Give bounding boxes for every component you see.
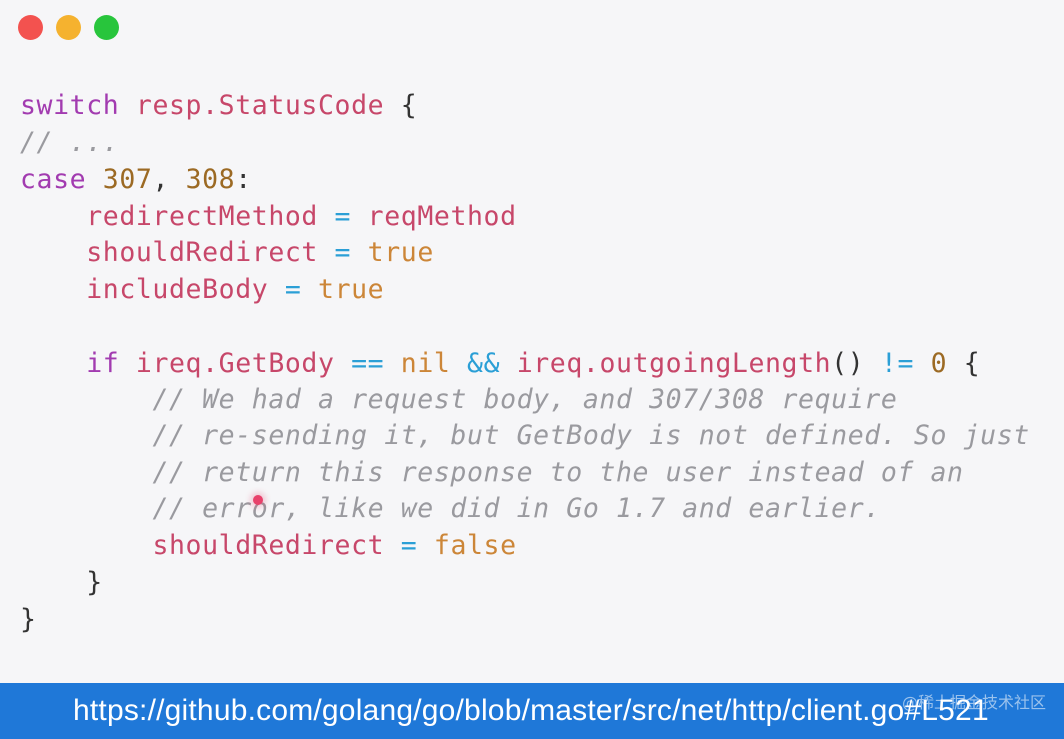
code-token bbox=[450, 348, 467, 379]
code-line: // return this response to the user inst… bbox=[20, 455, 964, 491]
code-token: { bbox=[947, 348, 981, 379]
code-token: 0 bbox=[930, 348, 948, 379]
code-token: case bbox=[20, 164, 87, 195]
code-token: } bbox=[20, 604, 37, 635]
code-token bbox=[119, 348, 136, 379]
code-token bbox=[384, 530, 401, 561]
code-line: } bbox=[20, 602, 37, 638]
code-token: includeBody bbox=[86, 274, 269, 305]
cursor-pointer-dot bbox=[253, 495, 263, 505]
code-token: false bbox=[433, 530, 517, 561]
source-url-banner: https://github.com/golang/go/blob/master… bbox=[0, 683, 1064, 739]
code-token: true bbox=[318, 274, 385, 305]
code-token bbox=[20, 493, 152, 524]
source-url-link[interactable]: https://github.com/golang/go/blob/master… bbox=[73, 694, 989, 727]
code-token: = bbox=[284, 274, 302, 305]
watermark-text: @稀土掘金技术社区 bbox=[901, 693, 1046, 712]
code-token bbox=[914, 348, 931, 379]
code-token: redirectMethod bbox=[86, 201, 318, 232]
code-token bbox=[86, 164, 103, 195]
code-line: case 307, 308: bbox=[20, 162, 252, 198]
code-token: reqMethod bbox=[367, 201, 517, 232]
code-token: != bbox=[880, 348, 915, 379]
code-window: switch resp.StatusCode {// ...case 307, … bbox=[18, 15, 1030, 638]
code-token: // return this response to the user inst… bbox=[152, 457, 964, 488]
code-token: // ... bbox=[20, 127, 120, 158]
code-line: // We had a request body, and 307/308 re… bbox=[20, 382, 897, 418]
code-token bbox=[318, 237, 335, 268]
code-token: true bbox=[367, 237, 434, 268]
code-line: includeBody = true bbox=[20, 272, 384, 308]
code-token bbox=[20, 457, 152, 488]
zoom-window-button[interactable] bbox=[94, 15, 119, 40]
code-line: shouldRedirect = true bbox=[20, 235, 434, 271]
code-token: ireq.GetBody bbox=[135, 348, 335, 379]
code-line: // re-sending it, but GetBody is not def… bbox=[20, 418, 1030, 454]
code-token bbox=[268, 274, 285, 305]
code-line: switch resp.StatusCode { bbox=[20, 88, 417, 124]
code-token bbox=[20, 274, 86, 305]
code-token: == bbox=[351, 348, 385, 379]
code-line: // error, like we did in Go 1.7 and earl… bbox=[20, 491, 881, 527]
code-line: } bbox=[20, 565, 103, 601]
code-line: if ireq.GetBody == nil && ireq.outgoingL… bbox=[20, 346, 980, 382]
code-token bbox=[301, 274, 318, 305]
code-token: // re-sending it, but GetBody is not def… bbox=[152, 420, 1030, 451]
code-token: ireq.outgoingLength bbox=[516, 348, 832, 379]
code-token: 307 bbox=[102, 164, 153, 195]
code-token bbox=[318, 201, 335, 232]
close-window-button[interactable] bbox=[18, 15, 43, 40]
code-token: , bbox=[152, 164, 186, 195]
code-token: = bbox=[400, 530, 418, 561]
code-token: // We had a request body, and 307/308 re… bbox=[152, 384, 898, 415]
code-token: shouldRedirect bbox=[152, 530, 385, 561]
code-token bbox=[500, 348, 517, 379]
code-token bbox=[384, 348, 401, 379]
code-token: nil bbox=[400, 348, 451, 379]
window-controls bbox=[18, 15, 119, 40]
code-line: shouldRedirect = false bbox=[20, 528, 517, 564]
code-token bbox=[417, 530, 434, 561]
code-token: = bbox=[334, 237, 352, 268]
code-token: // error, like we did in Go 1.7 and earl… bbox=[152, 493, 881, 524]
code-token: && bbox=[467, 348, 501, 379]
code-token: { bbox=[384, 90, 418, 121]
code-token: resp.StatusCode bbox=[135, 90, 385, 121]
minimize-window-button[interactable] bbox=[56, 15, 81, 40]
code-token: if bbox=[86, 348, 120, 379]
code-token bbox=[20, 348, 86, 379]
code-token bbox=[20, 201, 86, 232]
code-token bbox=[20, 384, 152, 415]
code-token bbox=[335, 348, 352, 379]
code-token: shouldRedirect bbox=[86, 237, 318, 268]
code-token bbox=[351, 201, 368, 232]
code-token: } bbox=[20, 567, 103, 598]
code-token bbox=[351, 237, 368, 268]
code-token bbox=[119, 90, 136, 121]
code-token: () bbox=[831, 348, 881, 379]
code-token: : bbox=[235, 164, 252, 195]
code-token bbox=[20, 530, 152, 561]
code-line: // ... bbox=[20, 125, 119, 161]
code-token bbox=[20, 237, 86, 268]
code-token: switch bbox=[20, 90, 120, 121]
code-token bbox=[20, 420, 152, 451]
code-line: redirectMethod = reqMethod bbox=[20, 199, 517, 235]
code-token: = bbox=[334, 201, 352, 232]
code-token: 308 bbox=[185, 164, 236, 195]
